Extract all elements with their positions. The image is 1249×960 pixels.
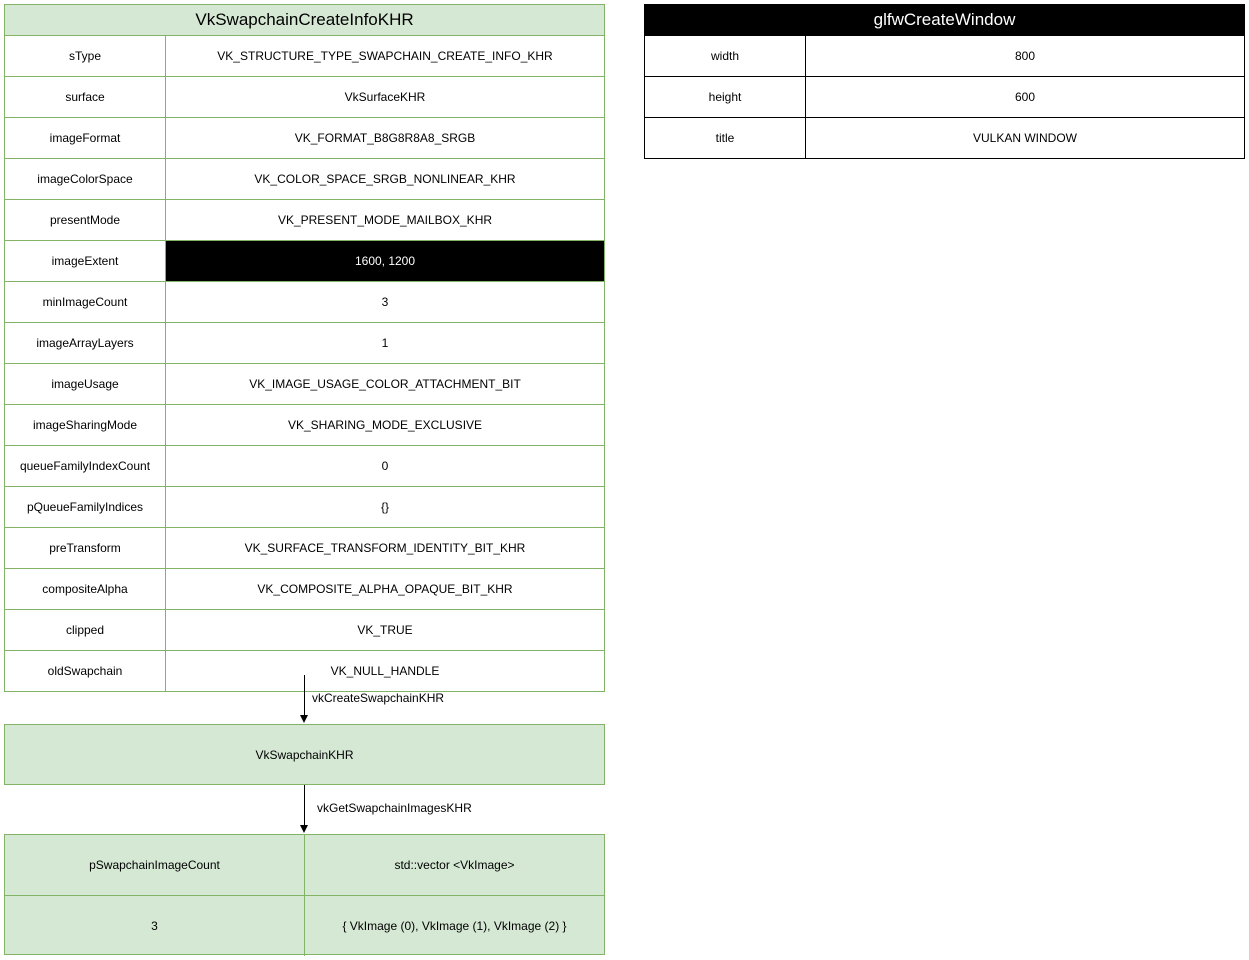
swapchain-create-info-title: VkSwapchainCreateInfoKHR [5,5,604,36]
field-key: imageColorSpace [5,159,166,199]
field-key: height [645,77,806,117]
field-value: 3 [381,295,389,309]
field-key: imageFormat [5,118,166,158]
field-value-highlighted: 1600, 1200 [166,241,604,281]
table-row: imageColorSpace VK_COLOR_SPACE_SRGB_NONL… [5,159,604,200]
glfw-create-window-table: glfwCreateWindow width 800 height 600 ti… [644,4,1245,159]
field-value: 1 [381,336,389,350]
table-row: presentMode VK_PRESENT_MODE_MAILBOX_KHR [5,200,604,241]
field-value: VK_FORMAT_B8G8R8A8_SRGB [294,131,476,145]
table-row: height 600 [645,76,1244,117]
table-row: oldSwapchain VK_NULL_HANDLE [5,651,604,691]
get-images-arrow-line [304,785,305,826]
field-value: 600 [1014,90,1036,104]
field-value: VK_TRUE [357,623,413,637]
field-key: imageExtent [5,241,166,281]
glfw-create-window-title: glfwCreateWindow [645,5,1244,35]
field-value: VK_SHARING_MODE_EXCLUSIVE [287,418,483,432]
table-row-highlighted: imageExtent 1600, 1200 [5,241,604,282]
field-key: clipped [5,610,166,650]
table-row: 3 { VkImage (0), VkImage (1), VkImage (2… [5,895,604,956]
field-value: VK_PRESENT_MODE_MAILBOX_KHR [277,213,493,227]
field-key: compositeAlpha [5,569,166,609]
field-key: sType [5,36,166,76]
table-row: clipped VK_TRUE [5,610,604,651]
field-value: VK_IMAGE_USAGE_COLOR_ATTACHMENT_BIT [249,377,521,391]
field-value: {} [380,500,389,514]
get-images-arrow-label: vkGetSwapchainImagesKHR [317,801,472,815]
image-vector-header: std::vector <VkImage> [304,835,604,895]
field-value: VK_NULL_HANDLE [330,664,440,678]
field-value: VkSurfaceKHR [344,90,426,104]
field-key: width [645,36,806,76]
field-value: VK_COMPOSITE_ALPHA_OPAQUE_BIT_KHR [257,582,513,596]
table-row: queueFamilyIndexCount 0 [5,446,604,487]
create-swapchain-arrow-line [304,675,305,716]
image-count-header: pSwapchainImageCount [89,858,220,872]
create-swapchain-arrow-head-icon [300,715,308,723]
table-row: imageSharingMode VK_SHARING_MODE_EXCLUSI… [5,405,604,446]
create-swapchain-arrow-label: vkCreateSwapchainKHR [312,691,445,705]
field-key: queueFamilyIndexCount [5,446,166,486]
swapchain-node: VkSwapchainKHR [4,724,605,785]
field-value: VK_STRUCTURE_TYPE_SWAPCHAIN_CREATE_INFO_… [217,49,553,63]
table-row: pQueueFamilyIndices {} [5,487,604,528]
field-key: oldSwapchain [5,651,166,691]
table-header-row: pSwapchainImageCount std::vector <VkImag… [5,835,604,895]
image-count-value: 3 [151,919,158,933]
swapchain-create-info-table: VkSwapchainCreateInfoKHR sType VK_STRUCT… [4,4,605,692]
field-value: VULKAN WINDOW [972,131,1077,145]
swapchain-images-table: pSwapchainImageCount std::vector <VkImag… [4,834,605,956]
get-images-arrow-head-icon [300,825,308,833]
table-row: imageFormat VK_FORMAT_B8G8R8A8_SRGB [5,118,604,159]
table-row: imageArrayLayers 1 [5,323,604,364]
field-key: imageUsage [5,364,166,404]
field-key: surface [5,77,166,117]
field-key: presentMode [5,200,166,240]
table-row: minImageCount 3 [5,282,604,323]
field-value: VK_COLOR_SPACE_SRGB_NONLINEAR_KHR [254,172,516,186]
table-row: title VULKAN WINDOW [645,117,1244,158]
image-vector-value: { VkImage (0), VkImage (1), VkImage (2) … [304,896,604,956]
field-key: pQueueFamilyIndices [5,487,166,527]
field-key: imageSharingMode [5,405,166,445]
field-key: imageArrayLayers [5,323,166,363]
field-value: 800 [1014,49,1036,63]
table-row: width 800 [645,35,1244,76]
field-key: minImageCount [5,282,166,322]
table-row: sType VK_STRUCTURE_TYPE_SWAPCHAIN_CREATE… [5,36,604,77]
field-key: title [645,118,806,158]
field-value: VK_SURFACE_TRANSFORM_IDENTITY_BIT_KHR [244,541,526,555]
table-row: compositeAlpha VK_COMPOSITE_ALPHA_OPAQUE… [5,569,604,610]
field-key: preTransform [5,528,166,568]
table-row: surface VkSurfaceKHR [5,77,604,118]
table-row: imageUsage VK_IMAGE_USAGE_COLOR_ATTACHME… [5,364,604,405]
table-row: preTransform VK_SURFACE_TRANSFORM_IDENTI… [5,528,604,569]
field-value: 0 [381,459,389,473]
